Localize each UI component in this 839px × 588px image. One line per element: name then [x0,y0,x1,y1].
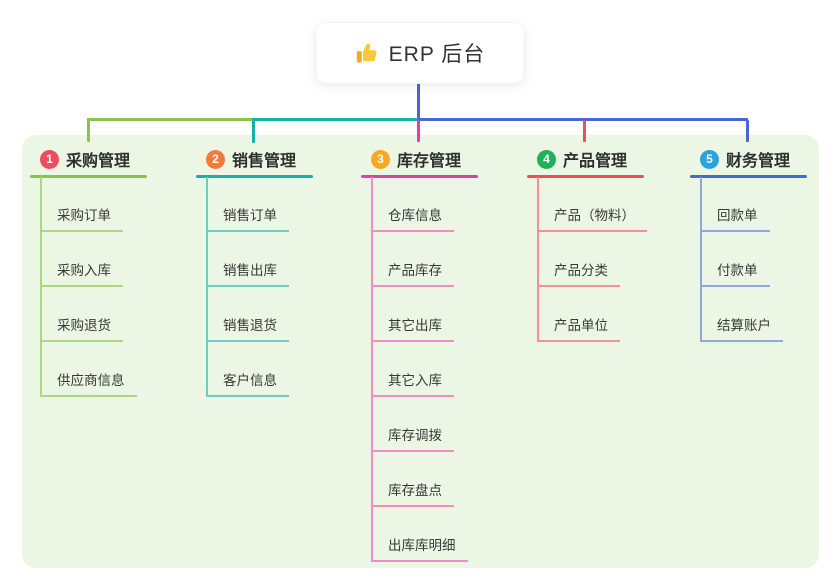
thumbs-up-icon [355,41,379,65]
child-item[interactable]: 采购订单 [40,206,123,232]
branch-label: 销售管理 [232,153,297,170]
connector-horizontal-branch2 [253,118,419,121]
branch-children-connector [700,177,702,341]
branch-finance-header[interactable]: 5 财务管理 [700,148,790,170]
branch-children-connector [371,177,373,561]
connector-drop-branch3 [417,120,420,142]
branch-product-header[interactable]: 4 产品管理 [537,148,627,170]
child-item[interactable]: 其它入库 [371,371,454,397]
branch-underline [690,175,807,178]
branch-label: 库存管理 [397,153,462,170]
child-item[interactable]: 销售出库 [206,261,289,287]
child-item[interactable]: 付款单 [700,261,770,287]
branch-purchase-header[interactable]: 1 采购管理 [40,148,130,170]
connector-drop-branch4 [583,120,586,142]
child-item[interactable]: 库存盘点 [371,481,454,507]
branch-underline [361,175,478,178]
branch-number-badge: 2 [206,149,225,169]
branch-sales-header[interactable]: 2 销售管理 [206,148,296,170]
branch-label: 财务管理 [726,153,791,170]
child-item[interactable]: 库存调拨 [371,426,454,452]
branch-children-connector [537,177,539,341]
root-node[interactable]: ERP 后台 [315,22,525,84]
branch-number-badge: 1 [40,149,59,169]
connector-drop-branch2 [252,118,255,143]
child-item[interactable]: 客户信息 [206,371,289,397]
child-item[interactable]: 结算账户 [700,316,783,342]
branch-number-badge: 5 [700,149,719,169]
background-panel [22,135,819,568]
child-item[interactable]: 产品库存 [371,261,454,287]
child-item[interactable]: 产品分类 [537,261,620,287]
connector-drop-branch5 [746,120,749,142]
child-item[interactable]: 产品（物料） [537,206,647,232]
root-connector-line [417,82,420,120]
child-item[interactable]: 采购退货 [40,316,123,342]
branch-number-badge: 4 [537,149,556,169]
branch-inventory-header[interactable]: 3 库存管理 [371,148,461,170]
branch-label: 采购管理 [66,153,131,170]
connector-horizontal-branch5 [418,118,748,121]
connector-horizontal-branch1 [87,118,254,121]
child-item[interactable]: 仓库信息 [371,206,454,232]
child-item[interactable]: 销售退货 [206,316,289,342]
branch-label: 产品管理 [563,153,628,170]
connector-drop-branch1 [87,118,90,142]
child-item[interactable]: 产品单位 [537,316,620,342]
child-item[interactable]: 采购入库 [40,261,123,287]
child-item[interactable]: 出库库明细 [371,536,468,562]
child-item[interactable]: 其它出库 [371,316,454,342]
branch-underline [527,175,644,178]
branch-number-badge: 3 [371,149,390,169]
child-item[interactable]: 销售订单 [206,206,289,232]
root-node-label: ERP 后台 [388,43,486,66]
child-item[interactable]: 供应商信息 [40,371,137,397]
branch-underline [30,175,147,178]
branch-underline [196,175,313,178]
child-item[interactable]: 回款单 [700,206,770,232]
